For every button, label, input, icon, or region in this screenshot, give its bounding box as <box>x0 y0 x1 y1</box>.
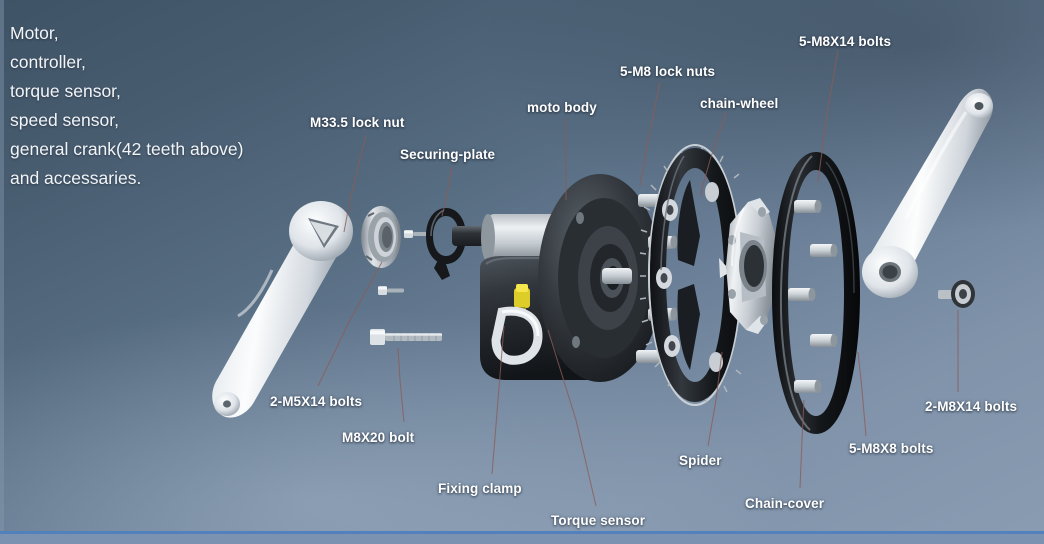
callout-m8-lock-nuts: 5-M8 lock nuts <box>620 64 716 79</box>
part-bolt-m5x14-a <box>404 228 430 240</box>
accent-band <box>0 531 1044 534</box>
callout-chain-wheel: chain-wheel <box>700 96 779 111</box>
callout-fixing-clamp: Fixing clamp <box>438 481 522 496</box>
part-crank-bolt <box>938 278 976 310</box>
callout-m5x14-bolts: 2-M5X14 bolts <box>270 394 363 409</box>
callout-m8x8-bolts: 5-M8X8 bolts <box>849 441 934 456</box>
bottom-band <box>0 534 1044 544</box>
callout-securing-plate: Securing-plate <box>400 147 496 162</box>
callout-m8x20-bolt: M8X20 bolt <box>342 430 415 445</box>
callout-m33-lock-nut: M33.5 lock nut <box>310 115 405 130</box>
callout-spider: Spider <box>679 453 722 468</box>
part-bolt-m8x20 <box>370 328 442 346</box>
part-m33-lock-nut <box>358 204 404 270</box>
callout-moto-body: moto body <box>527 100 597 115</box>
part-crank-left <box>208 196 358 446</box>
part-moto-body <box>452 160 678 390</box>
callout-torque-sensor: Torque sensor <box>551 513 646 528</box>
intro-text: Motor, controller, torque sensor, speed … <box>10 23 244 188</box>
callout-m8x14-right: 2-M8X14 bolts <box>925 399 1018 414</box>
callout-m8x14-top: 5-M8X14 bolts <box>799 34 892 49</box>
part-bolt-m5x14-b <box>378 284 404 297</box>
left-edge-strip <box>0 0 4 544</box>
part-chain-cover <box>766 148 866 438</box>
part-spider <box>718 196 790 336</box>
part-crank-right <box>862 84 1006 319</box>
callout-chain-cover: Chain-cover <box>745 496 825 511</box>
